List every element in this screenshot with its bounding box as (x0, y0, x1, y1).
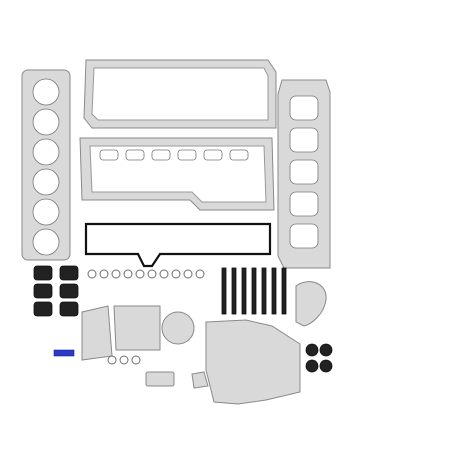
o-rings (87, 269, 205, 279)
intake-manifold-gasket (79, 137, 275, 211)
cylinder-head-gasket (21, 69, 71, 261)
black-seal-set (305, 343, 333, 373)
blue-seal-strip (53, 349, 75, 357)
head-bolts (221, 267, 287, 315)
exhaust-manifold-gasket (277, 79, 331, 269)
valve-cover-gasket (83, 59, 277, 129)
bottom-gaskets (107, 355, 209, 389)
turbo-gaskets-black (33, 265, 79, 317)
rubber-oil-pan-gasket (84, 222, 272, 268)
